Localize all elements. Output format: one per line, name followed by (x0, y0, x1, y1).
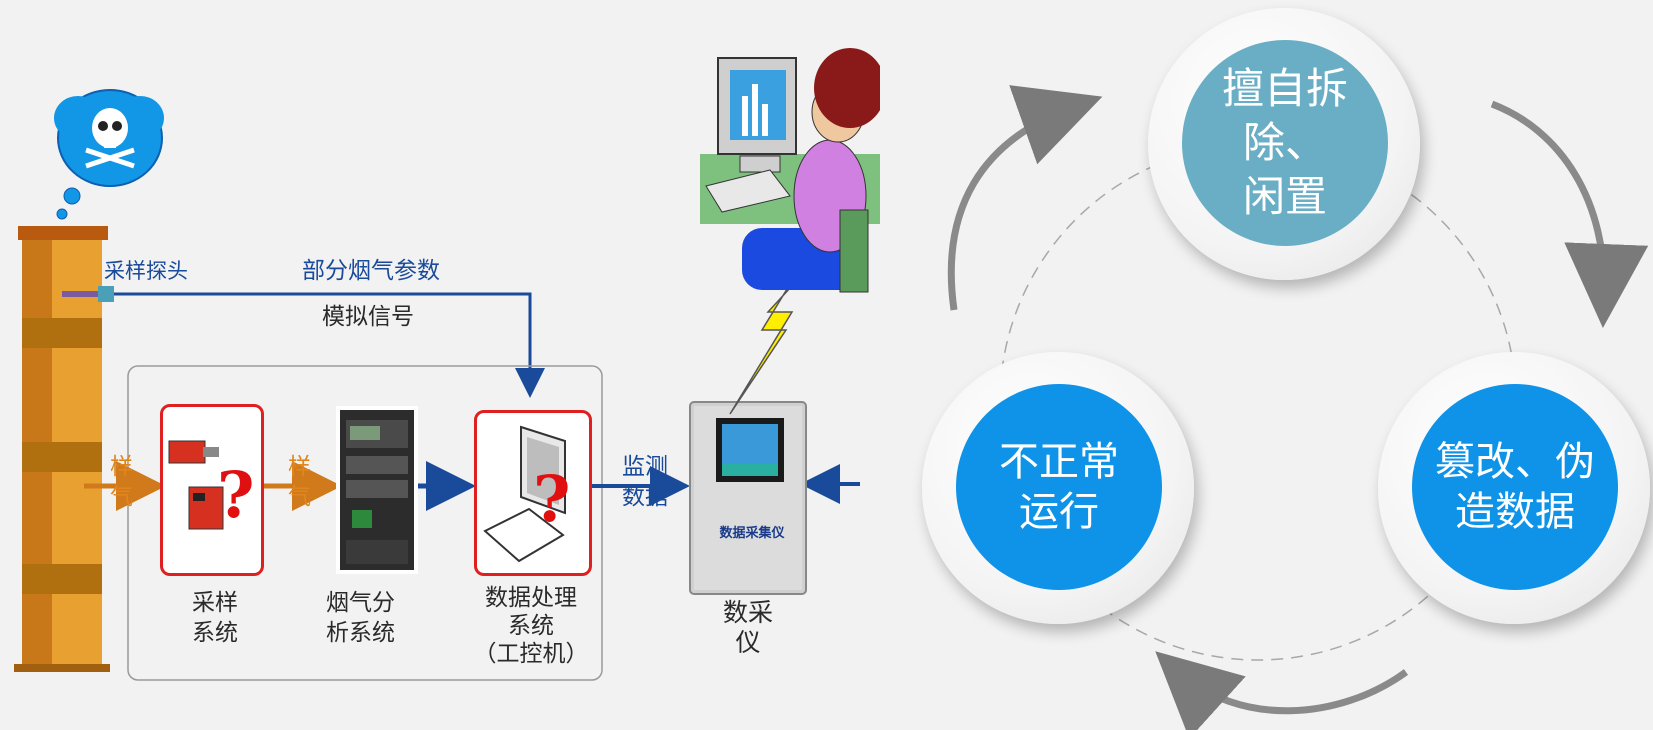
cycle-arrow-right-to-left (1155, 651, 1409, 730)
circle-abnormal-operation-label: 不正常 运行 (956, 384, 1162, 590)
circle-falsify-data: 篡改、伪 造数据 (1378, 352, 1650, 624)
flue-params-label: 部分烟气参数 (302, 258, 440, 284)
system-enclosure (127, 365, 603, 681)
data-collector-icon (689, 401, 807, 595)
cycle-arrow-left-to-top (947, 85, 1103, 311)
analog-signal-label: 模拟信号 (322, 304, 414, 330)
sample-gas-label-1: 样 气 (110, 454, 133, 510)
analog-signal-line (114, 292, 545, 398)
chimney (14, 226, 110, 672)
industrial-computer-icon: ? (483, 425, 571, 563)
gas-analysis-label: 烟气分 析系统 (326, 590, 395, 646)
sample-gas-label-2: 样 气 (288, 454, 311, 510)
sampling-system-box: ? (160, 404, 264, 576)
data-collector-plate: 数据采集仪 (719, 526, 785, 541)
circle-abnormal-operation: 不正常 运行 (922, 352, 1194, 624)
gas-analyzer-cabinet-icon (336, 406, 418, 574)
svg-text:?: ? (217, 458, 255, 533)
data-collector-label: 数采 仪 (722, 598, 773, 657)
process-diagram (14, 48, 880, 681)
sampling-device-icon: ? (168, 440, 255, 533)
probe-label: 采样探头 (104, 259, 188, 283)
cycle-diagram (947, 85, 1649, 730)
sampling-system-label: 采样 系统 (192, 590, 238, 646)
svg-text:?: ? (533, 462, 571, 537)
data-processing-box: ? (474, 410, 592, 576)
cycle-arrow-top-to-right (1490, 100, 1649, 328)
pollution-cloud-icon (54, 89, 164, 220)
probe-rod (62, 291, 102, 297)
probe-head (98, 286, 114, 302)
data-processing-label: 数据处理 系统 （工控机） (473, 585, 589, 667)
circle-dismantle-label: 擅自拆除、 闲置 (1182, 40, 1388, 246)
circle-falsify-data-label: 篡改、伪 造数据 (1412, 384, 1618, 590)
operator-at-computer-icon (700, 48, 880, 293)
monitor-data-label: 监测 数据 (622, 454, 668, 510)
circle-dismantle: 擅自拆除、 闲置 (1148, 8, 1420, 280)
